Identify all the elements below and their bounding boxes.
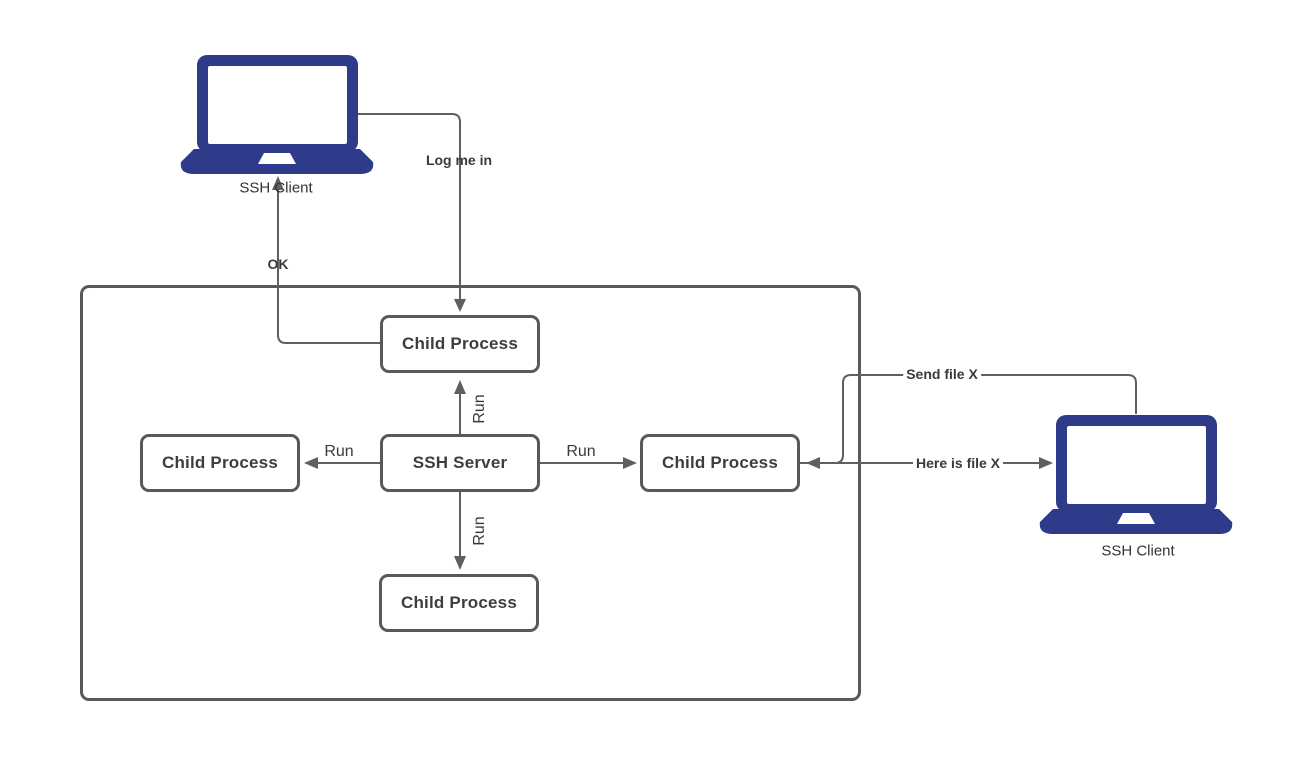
edge-label-log-me-in: Log me in: [425, 152, 493, 168]
node-label: Child Process: [401, 593, 517, 612]
arrowhead-right-icon: [623, 457, 637, 469]
server-boundary-box: [80, 285, 861, 701]
edge-label-run-left: Run: [324, 443, 354, 460]
edge-label-send-file-x: Send file X: [903, 366, 981, 382]
node-bottom-child-process: Child Process: [379, 574, 539, 632]
node-label: Child Process: [162, 453, 278, 472]
arrowhead-down-icon: [454, 556, 466, 570]
client-label-top-left: SSH Client: [239, 179, 313, 197]
client-label-right: SSH Client: [1101, 542, 1175, 560]
edge-label-ok: OK: [267, 256, 289, 272]
edge-label-run-down: Run: [471, 516, 488, 546]
node-label: Child Process: [402, 334, 518, 353]
node-right-child-process: Child Process: [640, 434, 800, 492]
edge-run-up: [454, 380, 466, 434]
node-ssh-server: SSH Server: [380, 434, 540, 492]
arrowhead-up-icon: [454, 380, 466, 394]
edge-run-right: [540, 457, 637, 469]
node-left-child-process: Child Process: [140, 434, 300, 492]
edge-label-here-is-file-x: Here is file X: [912, 455, 1004, 471]
arrowhead-up-icon: [272, 176, 284, 190]
edge-run-down: [454, 492, 466, 570]
laptop-icon: [1039, 415, 1233, 534]
arrowhead-down-icon: [454, 299, 466, 312]
node-label: Child Process: [662, 453, 778, 472]
edge-label-run-right: Run: [566, 443, 596, 460]
edge-log-me-in: [358, 113, 466, 312]
node-top-child-process: Child Process: [380, 315, 540, 373]
node-label: SSH Server: [412, 453, 508, 472]
arrowhead-left-icon: [304, 457, 318, 469]
edge-run-left: [304, 457, 380, 469]
edge-ok: [272, 176, 380, 344]
arrowhead-right-icon: [1039, 457, 1053, 469]
laptop-icon: [180, 55, 374, 174]
edge-label-run-up: Run: [471, 394, 488, 424]
